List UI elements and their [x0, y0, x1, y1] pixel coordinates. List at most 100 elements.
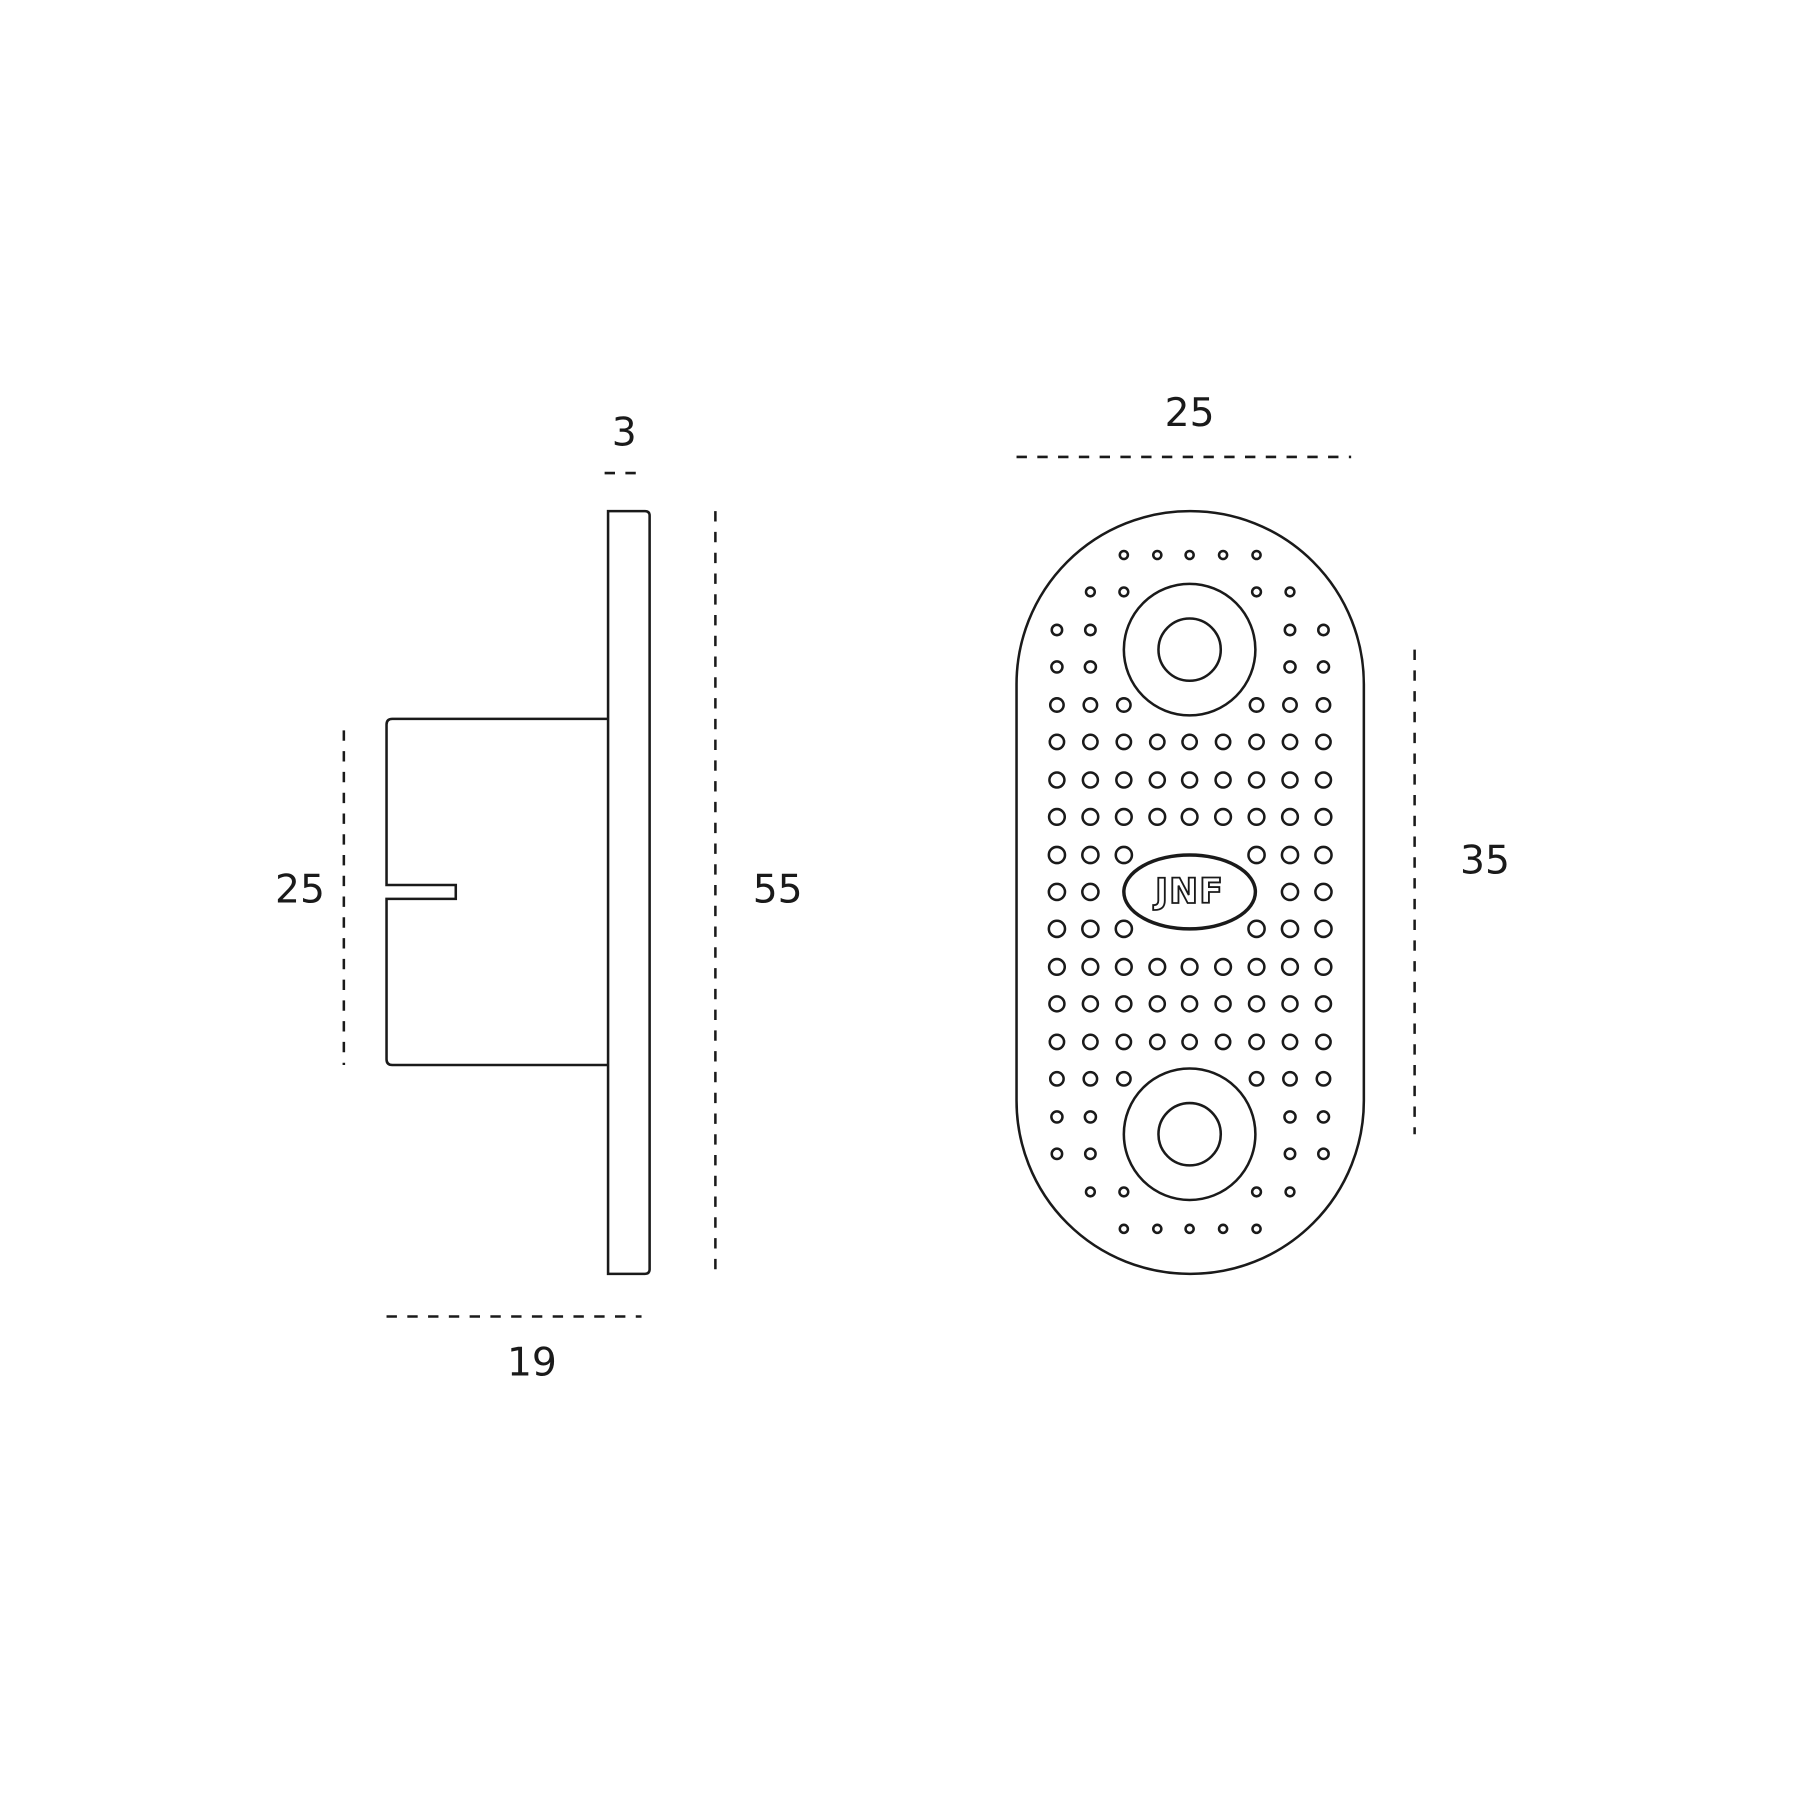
texture-dot [1151, 1223, 1163, 1235]
texture-dot [1048, 697, 1065, 713]
texture-dot [1048, 771, 1066, 789]
texture-dot [1248, 733, 1265, 751]
dim-label-depth: 19 [507, 1341, 557, 1386]
texture-dot [1184, 1223, 1195, 1235]
texture-dot [1283, 660, 1297, 674]
texture-dot [1050, 623, 1064, 637]
texture-dot [1047, 882, 1067, 902]
texture-dot [1114, 957, 1133, 977]
texture-dot [1247, 771, 1266, 789]
texture-dot [1050, 1110, 1064, 1124]
texture-dot [1250, 586, 1263, 598]
texture-dot [1184, 549, 1195, 561]
texture-dot [1148, 807, 1167, 827]
texture-dot [1316, 623, 1330, 637]
texture-dot [1050, 1147, 1064, 1161]
texture-dot [1283, 623, 1297, 637]
texture-dot [1283, 1110, 1297, 1124]
texture-dot [1217, 549, 1229, 561]
texture-dot [1083, 1147, 1097, 1161]
texture-dot [1214, 995, 1232, 1013]
texture-dot [1081, 882, 1100, 902]
texture-dot [1314, 845, 1333, 865]
texture-dot [1251, 549, 1262, 561]
texture-dot [1180, 771, 1199, 789]
texture-dot [1048, 1033, 1066, 1051]
texture-dot [1047, 919, 1067, 939]
texture-dot [1084, 586, 1097, 598]
texture-dot [1248, 1070, 1265, 1087]
texture-dot [1280, 845, 1300, 865]
texture-dot [1247, 919, 1266, 939]
front-view: JNF 25 35 [1015, 391, 1510, 1276]
texture-dot [1082, 1070, 1099, 1087]
texture-dot [1280, 919, 1300, 939]
texture-dot [1118, 1223, 1130, 1235]
texture-dot [1180, 957, 1199, 977]
texture-dot [1214, 771, 1232, 789]
texture-dot [1247, 957, 1266, 977]
texture-dot [1050, 660, 1064, 674]
texture-dot [1284, 1186, 1296, 1198]
texture-dot [1250, 1186, 1263, 1198]
texture-dot [1180, 807, 1199, 827]
dim-label-width: 25 [1165, 391, 1215, 436]
texture-dot [1114, 919, 1134, 939]
texture-dot [1315, 697, 1332, 713]
texture-dot [1314, 771, 1333, 789]
texture-dot [1181, 1033, 1199, 1051]
dim-label-thickness: 3 [612, 411, 637, 456]
texture-dot [1316, 1147, 1330, 1161]
texture-dot [1048, 733, 1066, 751]
texture-dot [1114, 807, 1133, 827]
texture-dot [1115, 771, 1133, 789]
texture-dot [1048, 1070, 1065, 1087]
texture-dot [1148, 733, 1166, 751]
texture-dot [1115, 1033, 1133, 1051]
texture-dot [1247, 845, 1266, 865]
texture-dot [1280, 807, 1300, 827]
texture-dot [1284, 586, 1296, 598]
texture-dot [1280, 957, 1300, 977]
dot-pattern [1047, 549, 1333, 1235]
dim-label-total-height: 55 [753, 867, 803, 912]
texture-dot [1081, 957, 1100, 977]
texture-dot [1114, 845, 1134, 865]
texture-dot [1115, 733, 1133, 751]
texture-dot [1314, 882, 1333, 902]
texture-dot [1282, 1070, 1298, 1087]
logo-text: JNF [1153, 872, 1224, 912]
texture-dot [1314, 995, 1333, 1013]
texture-dot [1082, 697, 1099, 713]
screw-hole-top [1157, 617, 1223, 683]
texture-dot [1314, 957, 1333, 977]
texture-dot [1314, 919, 1333, 939]
body-side [385, 717, 609, 1067]
texture-dot [1213, 807, 1233, 827]
texture-dot [1248, 1033, 1265, 1051]
texture-dot [1118, 586, 1130, 598]
texture-dot [1081, 919, 1100, 939]
texture-dot [1148, 771, 1167, 789]
texture-dot [1083, 1110, 1098, 1124]
texture-dot [1083, 623, 1097, 637]
texture-dot [1213, 957, 1233, 977]
texture-dot [1115, 995, 1133, 1013]
texture-dot [1282, 697, 1298, 713]
texture-dot [1281, 1033, 1299, 1051]
texture-dot [1118, 1186, 1130, 1198]
texture-dot [1314, 807, 1333, 827]
texture-dot [1315, 1070, 1332, 1087]
texture-dot [1247, 807, 1266, 827]
texture-dot [1151, 549, 1163, 561]
texture-dot [1047, 807, 1067, 827]
texture-dot [1081, 845, 1100, 865]
screw-boss-top [1122, 582, 1257, 717]
texture-dot [1081, 771, 1100, 789]
screw-boss-bottom [1122, 1067, 1257, 1202]
texture-dot [1084, 1186, 1097, 1198]
texture-dot [1115, 697, 1132, 713]
dim-label-body-height: 25 [275, 867, 325, 912]
side-view: 3 55 25 19 [275, 411, 803, 1386]
